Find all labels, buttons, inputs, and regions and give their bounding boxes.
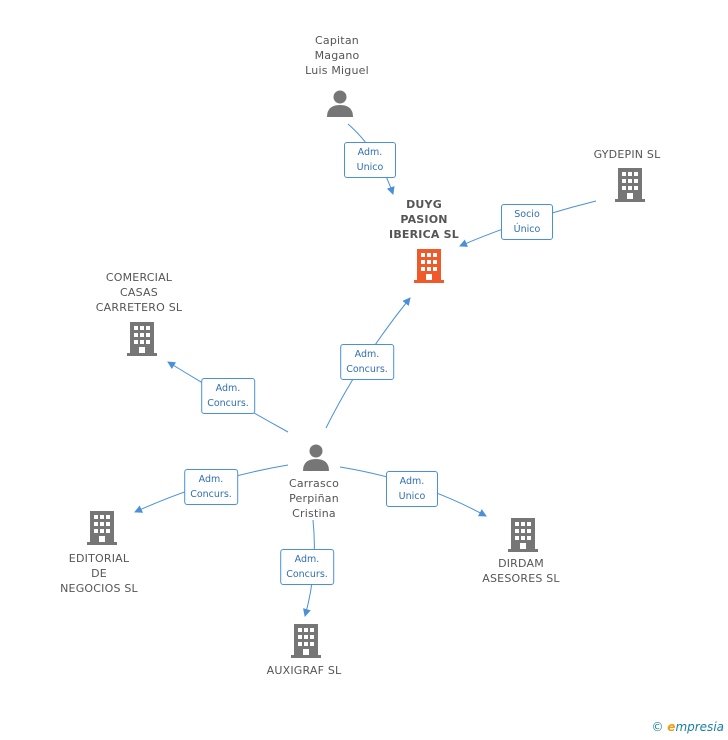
building-icon[interactable] xyxy=(508,518,538,552)
building-icon[interactable] xyxy=(291,624,321,658)
brand-logo-e: e xyxy=(667,720,676,734)
node-label-duyg: DUYG PASION IBERICA SL xyxy=(389,198,459,241)
node-label-carrasco: Carrasco Perpiñan Cristina xyxy=(288,477,340,520)
edge-label-carrasco-comercial[interactable]: Adm. Concurs. xyxy=(201,378,255,414)
node-label-dirdam: DIRDAM ASESORES SL xyxy=(482,557,560,585)
copyright-icon: © xyxy=(651,720,664,734)
edge-label-capitan-duyg[interactable]: Adm. Unico xyxy=(344,142,396,178)
node-label-auxigraf: AUXIGRAF SL xyxy=(266,664,342,677)
brand-logo-text: mpresia xyxy=(675,720,724,734)
node-label-comercial: COMERCIAL CASAS CARRETERO SL xyxy=(95,271,183,314)
building-icon-focal[interactable] xyxy=(414,249,444,283)
building-icon[interactable] xyxy=(615,168,645,202)
person-icon[interactable] xyxy=(325,89,355,117)
building-icon[interactable] xyxy=(87,511,117,545)
node-label-gydepin: GYDEPIN SL xyxy=(593,148,661,161)
node-label-capitan: Capitan Magano Luis Miguel xyxy=(305,34,369,77)
edge-label-carrasco-editorial[interactable]: Adm. Concurs. xyxy=(184,469,238,505)
edge-label-carrasco-duyg[interactable]: Adm. Concurs. xyxy=(340,344,394,380)
edge-label-gydepin-duyg[interactable]: Socio Único xyxy=(501,204,553,240)
person-icon[interactable] xyxy=(301,443,331,471)
edge-label-carrasco-dirdam[interactable]: Adm. Unico xyxy=(386,471,438,507)
node-label-editorial: EDITORIAL DE NEGOCIOS SL xyxy=(60,552,138,595)
brand-footer: © empresia xyxy=(651,720,724,734)
building-icon[interactable] xyxy=(127,322,157,356)
edge-label-carrasco-auxigraf[interactable]: Adm. Concurs. xyxy=(280,549,334,585)
